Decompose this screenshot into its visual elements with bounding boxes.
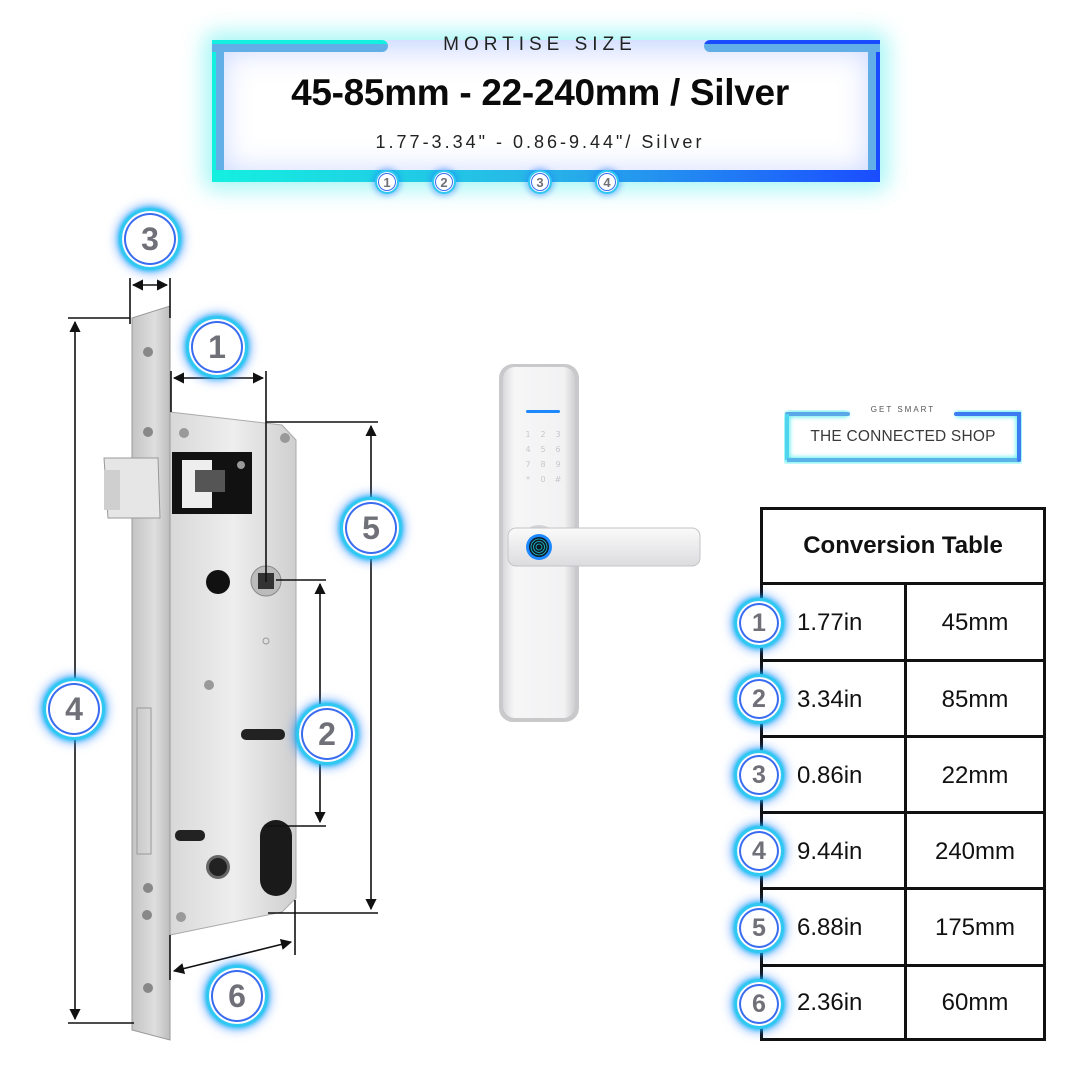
header-badge-3: 3 — [528, 170, 552, 194]
row-badge-2: 2 — [734, 674, 784, 724]
table-row: 1.77in 45mm — [763, 585, 1043, 661]
keypad: 1 2 3 4 5 6 7 8 9 * 0 # — [525, 430, 561, 484]
callout-badge-1: 1 — [186, 316, 248, 378]
row-badge-5: 5 — [734, 903, 784, 953]
frame-edge-top-right — [704, 40, 880, 52]
table-row: 2.36in 60mm — [763, 967, 1043, 1038]
row-badge-3: 3 — [734, 750, 784, 800]
svg-text:9: 9 — [555, 460, 560, 469]
page-title: 45-85mm - 22-240mm / Silver — [291, 72, 789, 113]
cell-mm: 85mm — [904, 662, 1043, 738]
header-badge-4: 4 — [595, 170, 619, 194]
row-badge-4: 4 — [734, 826, 784, 876]
cell-mm: 175mm — [904, 890, 1043, 966]
svg-text:4: 4 — [525, 445, 530, 454]
svg-text:#: # — [555, 475, 562, 484]
callout-badge-5: 5 — [340, 497, 402, 559]
svg-text:6: 6 — [555, 445, 560, 454]
callout-badge-6: 6 — [206, 965, 268, 1027]
cell-inches: 1.77in — [797, 609, 863, 636]
svg-text:3: 3 — [555, 430, 560, 439]
svg-text:0: 0 — [540, 475, 545, 484]
row-divider — [763, 735, 1043, 738]
row-divider — [763, 964, 1043, 967]
cell-inches: 2.36in — [797, 988, 863, 1016]
brand-logo-frame — [784, 411, 1022, 463]
svg-text:2: 2 — [540, 430, 545, 439]
conversion-table: Conversion Table 1.77in 45mm 3.34in 85mm… — [760, 507, 1046, 1041]
cell-mm: 45mm — [904, 585, 1043, 661]
table-row: 6.88in 175mm — [763, 890, 1043, 966]
mortise-faceplate — [103, 305, 171, 1041]
callout-badge-3: 3 — [119, 208, 181, 270]
row-badge-6: 6 — [734, 979, 784, 1029]
frame-edge-right — [868, 40, 880, 182]
table-row: 3.34in 85mm — [763, 662, 1043, 738]
row-divider — [763, 659, 1043, 662]
cell-mm: 60mm — [904, 967, 1043, 1038]
conversion-table-title: Conversion Table — [763, 510, 1043, 585]
header-subtitle: 1.77-3.34" - 0.86-9.44"/ Silver — [375, 132, 705, 152]
svg-text:8: 8 — [540, 460, 545, 469]
cell-mm: 22mm — [904, 738, 1043, 814]
svg-text:5: 5 — [540, 445, 545, 454]
mortise-lock-diagram — [68, 278, 378, 1041]
cell-inches: 3.34in — [797, 686, 863, 713]
table-row: 9.44in 240mm — [763, 814, 1043, 890]
cell-inches: 0.86in — [797, 762, 863, 789]
row-divider — [763, 811, 1043, 814]
header-kicker: MORTISE SIZE — [443, 34, 637, 55]
cell-inches: 9.44in — [797, 838, 863, 865]
frame-edge-left — [212, 40, 224, 182]
svg-text:*: * — [526, 475, 530, 484]
table-row: 0.86in 22mm — [763, 738, 1043, 814]
svg-text:1: 1 — [525, 430, 530, 439]
cell-mm: 240mm — [904, 814, 1043, 890]
frame-edge-top-left — [212, 40, 388, 52]
fingerprint-icon — [530, 538, 548, 556]
callout-badge-2: 2 — [296, 703, 358, 765]
mortise-case — [169, 411, 297, 936]
cell-inches: 6.88in — [797, 914, 863, 941]
logo-kicker: GET SMART — [870, 405, 936, 414]
smart-door-lock-image: 1 2 3 4 5 6 7 8 9 * 0 # — [499, 364, 701, 722]
callout-badge-4: 4 — [43, 678, 105, 740]
logo-name: THE CONNECTED SHOP — [810, 428, 996, 445]
header-badge-1: 1 — [375, 170, 399, 194]
svg-text:7: 7 — [525, 460, 530, 469]
row-divider — [763, 887, 1043, 890]
status-led — [526, 410, 560, 413]
header-badge-2: 2 — [432, 170, 456, 194]
row-badge-1: 1 — [734, 598, 784, 648]
